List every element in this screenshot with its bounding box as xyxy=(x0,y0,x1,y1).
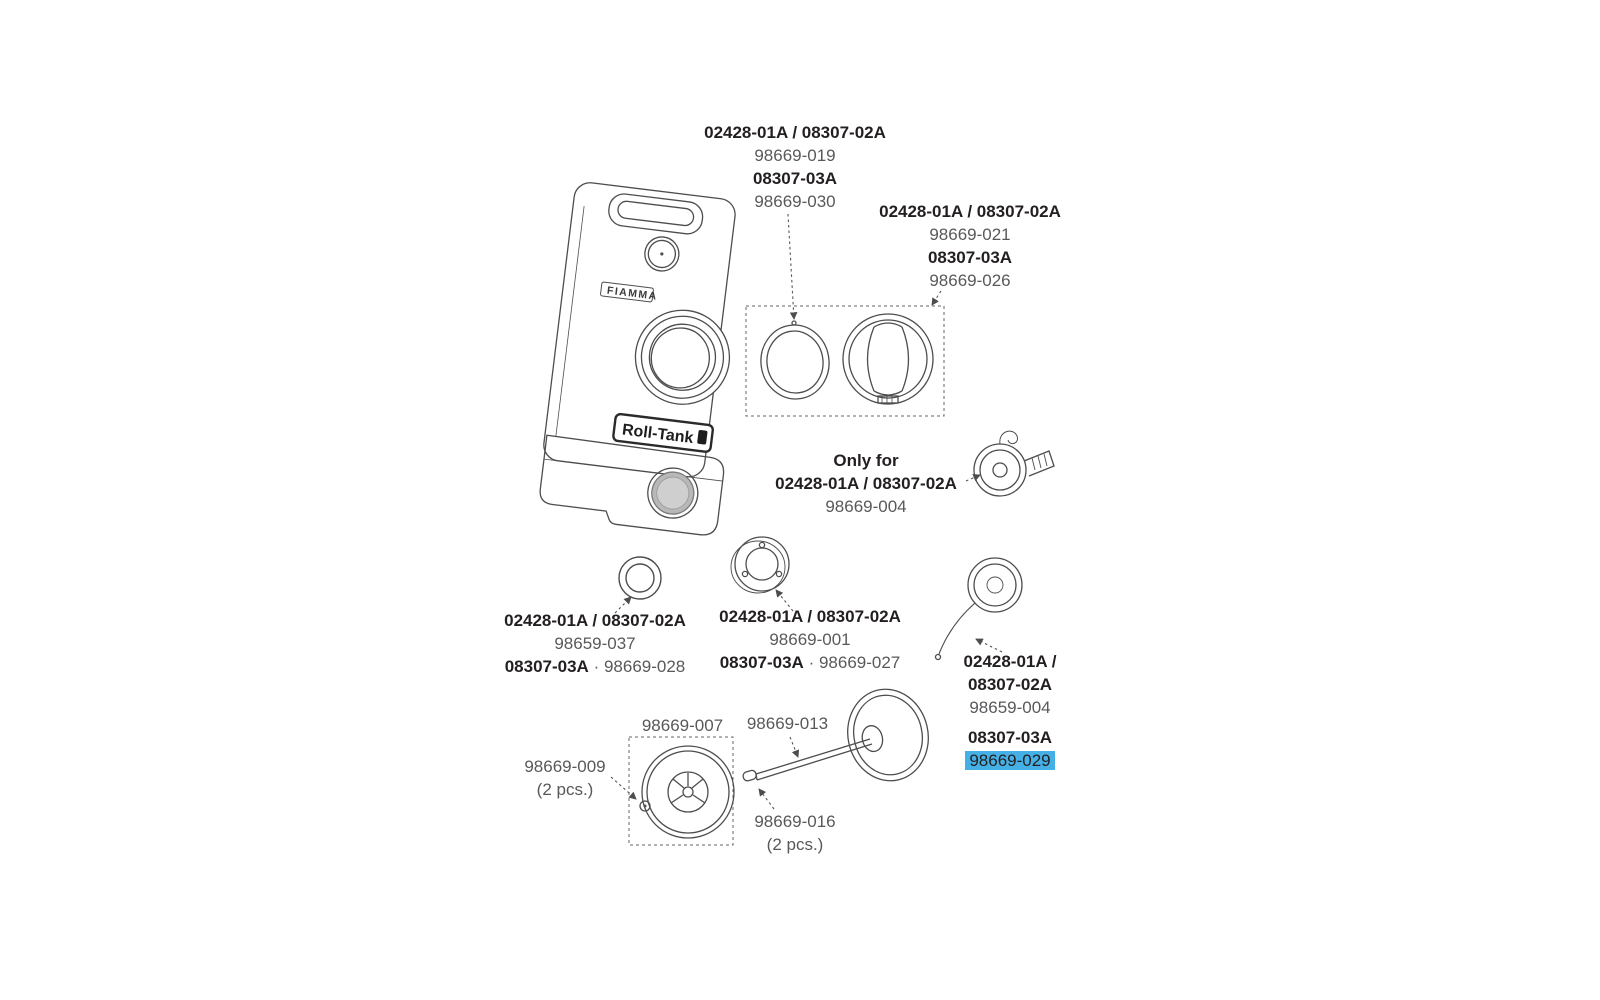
label-seal-ring-part2: · 98669-028 xyxy=(593,657,686,676)
tank-vent-cap xyxy=(644,236,680,272)
label-tether-cap-part1: 98659-004 xyxy=(969,698,1051,717)
axle-part xyxy=(742,738,873,782)
label-seal-ring-line3: 08307-03A · 98669-028 xyxy=(470,655,720,678)
label-seal-ring-codes2: 08307-03A xyxy=(504,657,589,676)
flange-part xyxy=(730,536,790,594)
leader-flange xyxy=(775,589,794,612)
leader-pin xyxy=(758,788,775,810)
tank-handle xyxy=(608,193,704,235)
label-seal-ring-part1: 98659-037 xyxy=(554,634,636,653)
cap-group-dotted-box xyxy=(745,305,945,417)
label-flange-codes1: 02428-01A / 08307-02A xyxy=(719,607,901,626)
label-cap-top-part1: 98669-019 xyxy=(754,146,836,165)
label-hubcap-qty: (2 pcs.) xyxy=(536,780,594,799)
label-pin-part: 98669-016 xyxy=(754,812,836,831)
label-wheel: 98669-007 xyxy=(615,714,750,737)
label-cap-right-part1: 98669-021 xyxy=(929,225,1011,244)
label-tether-cap-codes1b: 08307-02A xyxy=(967,675,1053,694)
label-only-for-codes: 02428-01A / 08307-02A xyxy=(775,474,957,493)
wheel-right-part xyxy=(847,688,929,782)
label-wheel-part: 98669-007 xyxy=(641,716,724,735)
wheel-left-part xyxy=(641,745,735,839)
label-seal-ring: 02428-01A / 08307-02A 98659-037 08307-03… xyxy=(470,609,720,678)
label-cap-right-codes2: 08307-03A xyxy=(927,248,1013,267)
label-axle: 98669-013 xyxy=(720,712,855,735)
label-only-for-part: 98669-004 xyxy=(825,497,907,516)
wheel-dotted-box xyxy=(628,736,734,846)
label-flange-part2: · 98669-027 xyxy=(808,653,901,672)
label-cap-right: 02428-01A / 08307-02A 98669-021 08307-03… xyxy=(845,200,1095,292)
hose-spout xyxy=(1023,450,1055,477)
label-tether-cap-part2-row: 98669-029 xyxy=(935,749,1085,772)
label-flange-line3: 08307-03A · 98669-027 xyxy=(690,651,930,674)
label-cap-right-codes1: 02428-01A / 08307-02A xyxy=(879,202,1061,221)
label-cap-top-codes1: 02428-01A / 08307-02A xyxy=(704,123,886,142)
roll-tank-nameplate xyxy=(612,412,714,453)
seal-ring-small-part xyxy=(618,556,662,600)
tether-cap-part xyxy=(934,557,1023,661)
label-flange: 02428-01A / 08307-02A 98669-001 08307-03… xyxy=(690,605,930,674)
label-cap-right-part2: 98669-026 xyxy=(929,271,1011,290)
label-cap-top: 02428-01A / 08307-02A 98669-019 08307-03… xyxy=(655,121,935,213)
tank-base xyxy=(539,434,725,536)
tank-outlet-port xyxy=(647,467,699,519)
fiamma-logo-plate xyxy=(600,281,654,303)
leader-hubcap xyxy=(610,776,637,800)
leader-cap-right xyxy=(931,290,942,306)
label-only-for-title: Only for xyxy=(833,451,899,470)
label-tether-cap-part2-highlighted: 98669-029 xyxy=(965,751,1055,770)
label-flange-codes2: 08307-03A xyxy=(719,653,804,672)
leader-cap-top xyxy=(787,213,798,320)
leader-hose-cap xyxy=(965,474,981,482)
label-hubcap-part: 98669-009 xyxy=(524,757,606,776)
nameplate-icon xyxy=(697,429,708,445)
cap-wire xyxy=(999,430,1019,445)
tank-filler-opening xyxy=(634,309,731,405)
label-flange-part1: 98669-001 xyxy=(769,630,851,649)
label-pin: 98669-016 (2 pcs.) xyxy=(730,810,860,856)
tank-drawing: FIAMMA Roll-Tank xyxy=(539,182,736,536)
leader-tether-cap xyxy=(975,638,1003,653)
tether-cord xyxy=(938,602,976,655)
hose-cap-part xyxy=(973,430,1055,497)
label-cap-top-part2: 98669-030 xyxy=(754,192,836,211)
label-axle-part: 98669-013 xyxy=(746,714,829,733)
seal-ring-large-part xyxy=(760,324,830,400)
label-only-for: Only for 02428-01A / 08307-02A 98669-004 xyxy=(756,449,976,518)
label-cap-top-codes2: 08307-03A xyxy=(752,169,838,188)
filler-cap-part xyxy=(842,313,934,405)
leader-seal-ring xyxy=(614,596,632,614)
leader-axle xyxy=(789,736,800,758)
label-tether-cap: 02428-01A / 08307-02A 98659-004 08307-03… xyxy=(935,650,1085,772)
axle-pin xyxy=(742,769,757,782)
label-hubcap: 98669-009 (2 pcs.) xyxy=(505,755,625,801)
label-seal-ring-codes1: 02428-01A / 08307-02A xyxy=(504,611,686,630)
wheel-assembly xyxy=(628,688,929,846)
label-tether-cap-codes2: 08307-03A xyxy=(967,728,1053,747)
hubcap-part xyxy=(639,800,651,812)
leader-lines xyxy=(610,213,1003,810)
cap-seal-group xyxy=(745,305,945,417)
label-tether-cap-codes1: 02428-01A / xyxy=(963,652,1057,671)
label-pin-qty: (2 pcs.) xyxy=(766,835,824,854)
